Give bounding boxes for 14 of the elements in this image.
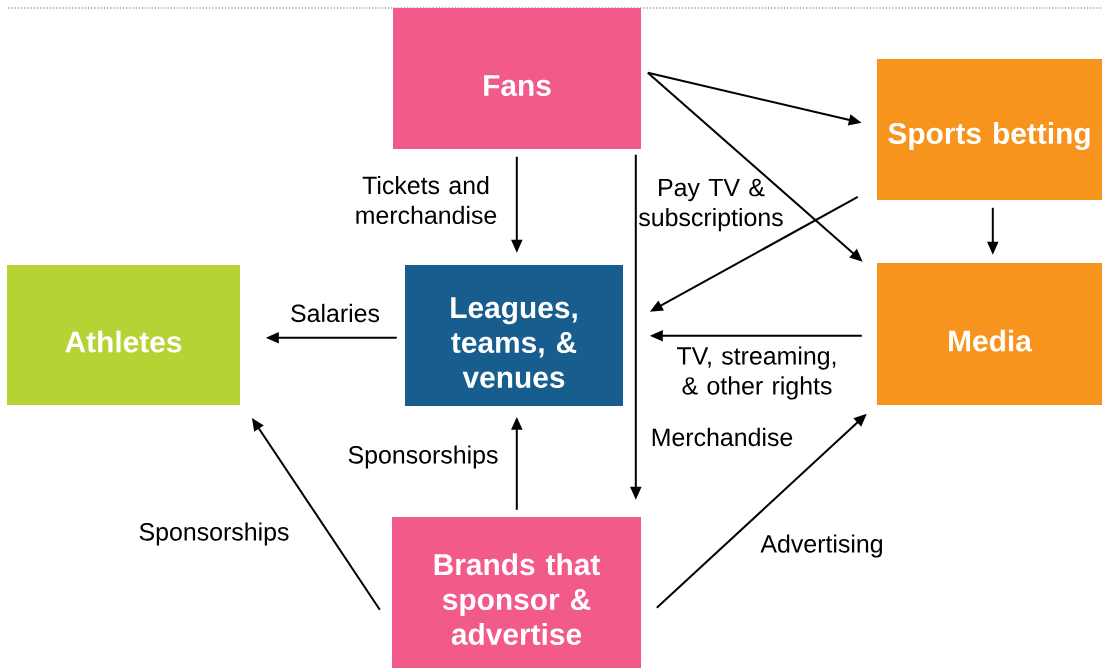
edge-label: Sponsorships: [348, 445, 498, 469]
edge-label: Advertising: [760, 534, 882, 558]
edge-label: TV, streaming, & other rights: [677, 346, 836, 400]
box: Fans: [393, 8, 641, 149]
box: Leagues, teams, & venues: [405, 265, 623, 406]
box: Brands that sponsor & advertise: [392, 517, 641, 668]
box: Media: [877, 263, 1102, 405]
box: Athletes: [7, 265, 240, 405]
edge-label: Merchandise: [652, 427, 793, 447]
edge-label: Sponsorships: [139, 522, 289, 546]
box: Sports betting: [877, 59, 1102, 200]
edge-label: Pay TV & subscriptions: [639, 178, 783, 232]
edge-label: Salaries: [291, 303, 380, 323]
edge-label: Tickets and merchandise: [356, 175, 497, 225]
